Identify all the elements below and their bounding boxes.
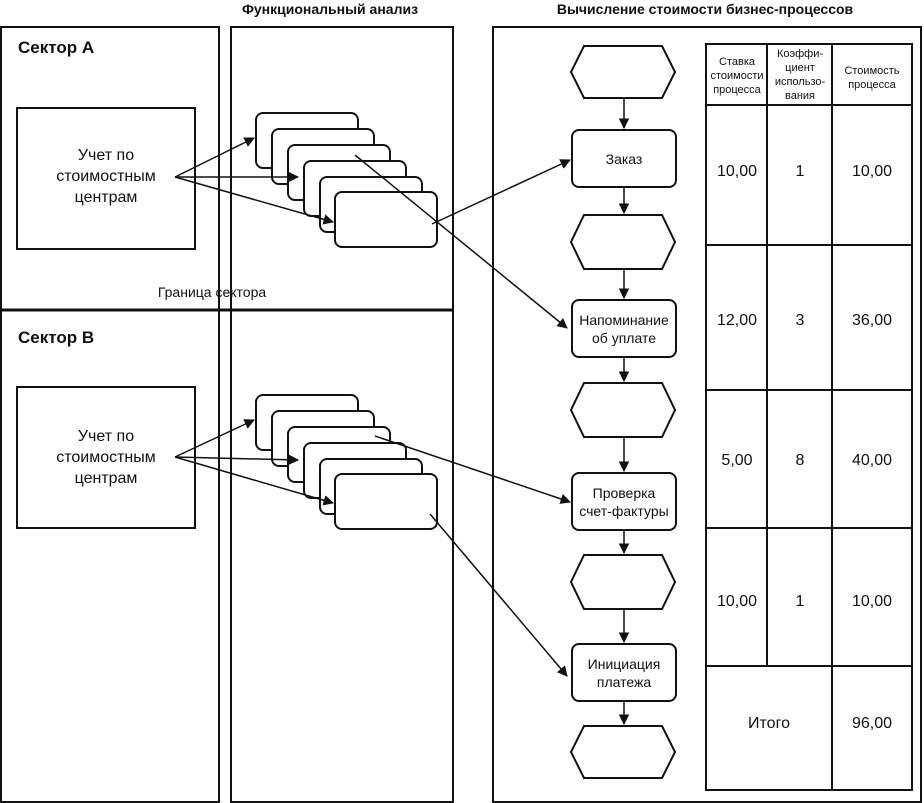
process-box-reminder [571, 299, 677, 358]
table-header-rate-2: стоимости [710, 70, 763, 82]
cost-table [705, 43, 913, 791]
table-header-cost-1: Стоимость [844, 65, 899, 77]
event-hexagon [569, 554, 677, 610]
cost-center-a: Учет по стоимостным центрам [16, 107, 196, 250]
activity-stack-a [255, 112, 438, 248]
process-box-payment-init [571, 643, 677, 702]
process-label-invoice-1: Проверка [593, 485, 656, 501]
table-cell-coef: 1 [796, 163, 805, 180]
table-cell-rate: 10,00 [717, 163, 757, 180]
table-total-label: Итого [748, 715, 790, 732]
table-cell-cost: 10,00 [852, 593, 892, 610]
table-header-coef-2: циент [785, 62, 815, 74]
sector-column-frame [0, 26, 220, 803]
cost-center-a-line3: центрам [75, 189, 138, 206]
process-box-invoice-check [571, 472, 677, 531]
table-header-coef-1: Коэффи- [777, 48, 823, 60]
process-costing-header: Вычисление стоимости бизнес-процессов [557, 1, 854, 17]
table-cell-cost: 40,00 [852, 452, 892, 469]
process-label-payment-2: платежа [597, 674, 651, 690]
cost-center-b: Учет по стоимостным центрам [16, 386, 196, 529]
table-cell-coef: 1 [796, 593, 805, 610]
table-header-cost-2: процесса [848, 79, 896, 91]
arrows-sector-a [174, 137, 335, 225]
table-header-rate-1: Ставка [719, 56, 756, 68]
table-header-coef-3: использо- [775, 76, 826, 88]
table-header-rate-3: процесса [713, 84, 761, 96]
cost-center-a-line1: Учет по [78, 147, 134, 164]
process-label-reminder-1: Напоминание [579, 312, 669, 328]
process-label-invoice-2: счет-фактуры [579, 503, 668, 519]
sector-boundary-label: Граница сектора [158, 284, 267, 300]
event-hexagon [569, 45, 677, 99]
sector-b-title: Сектор B [18, 328, 94, 347]
cost-center-b-line3: центрам [75, 470, 138, 487]
table-header-coef-4: вания [785, 90, 815, 102]
table-cell-rate: 10,00 [717, 593, 757, 610]
table-cell-cost: 10,00 [852, 163, 892, 180]
arrows-to-processes [354, 154, 571, 677]
table-cell-coef: 8 [796, 452, 805, 469]
costing-column-frame [492, 26, 922, 803]
functional-column-frame [230, 26, 454, 803]
process-label-reminder-2: об уплате [592, 330, 656, 346]
table-cell-cost: 36,00 [852, 312, 892, 329]
table-total-value: 96,00 [852, 715, 892, 732]
cost-center-a-line2: стоимостным [56, 168, 156, 185]
activity-stack-b [255, 394, 438, 530]
process-label-order: Заказ [606, 151, 643, 167]
process-label-payment-1: Инициация [588, 656, 661, 672]
event-hexagon [569, 382, 677, 438]
cost-center-b-line1: Учет по [78, 428, 134, 445]
event-hexagon [569, 214, 677, 270]
functional-analysis-header: Функциональный анализ [242, 1, 418, 17]
table-cell-rate: 12,00 [717, 312, 757, 329]
process-chain [569, 45, 677, 779]
arrows-sector-b [174, 419, 335, 506]
cost-center-b-line2: стоимостным [56, 449, 156, 466]
table-cell-rate: 5,00 [721, 452, 752, 469]
table-cell-coef: 3 [796, 312, 805, 329]
event-hexagon [569, 725, 677, 779]
sector-a-title: Сектор А [18, 38, 94, 57]
